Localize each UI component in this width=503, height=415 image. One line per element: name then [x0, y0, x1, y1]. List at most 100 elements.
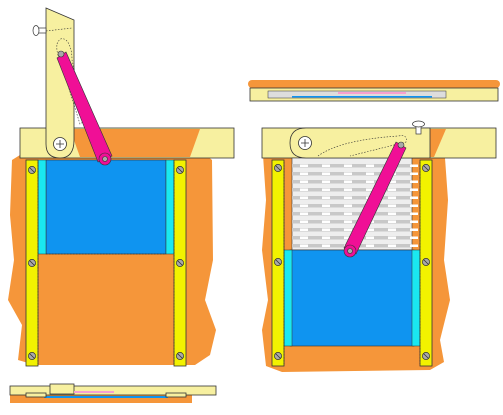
- knob-icon: [412, 120, 425, 135]
- blind-slat-gap: [410, 180, 418, 183]
- blind-slat-gap: [300, 172, 308, 175]
- knob-icon: [32, 25, 47, 36]
- screw-icon: [176, 166, 184, 174]
- blind-slat-gap: [366, 180, 374, 183]
- blind-slat-gap: [410, 172, 418, 175]
- right-cyan-strip-left: [283, 249, 293, 347]
- blind-slat-gap: [344, 180, 352, 183]
- screw-icon: [176, 259, 184, 267]
- blind-slat-gap: [322, 244, 330, 247]
- screw-icon: [274, 258, 282, 266]
- left-section-top: [9, 385, 217, 396]
- right-section-blue-line: [292, 96, 432, 98]
- blind-slat-gap: [366, 236, 374, 239]
- blind-slat-gap: [300, 196, 308, 199]
- left-section-tab: [49, 383, 75, 395]
- blind-slat-gap: [300, 244, 308, 247]
- blind-slat-gap: [366, 188, 374, 191]
- blind-slat-gap: [322, 228, 330, 231]
- pivot-bolt-icon: [298, 136, 312, 150]
- lid-dotted-slot: [56, 38, 87, 125]
- blind-slat-gap: [344, 204, 352, 207]
- blind-slat-gap: [388, 244, 396, 247]
- right-section-top-orange: [248, 80, 500, 88]
- right-cyan-strip-right: [411, 249, 421, 347]
- right-section-view: [248, 80, 500, 102]
- screw-icon: [422, 258, 430, 266]
- right-blue-panel: [289, 249, 415, 347]
- right-section-pink-line: [338, 92, 406, 94]
- left-cyan-strip-right: [165, 159, 175, 255]
- screw-icon: [274, 352, 282, 360]
- blind-slat-gap: [322, 164, 330, 167]
- blind-slat-gap: [388, 204, 396, 207]
- pivot-bolt-icon: [53, 137, 67, 151]
- blind-slat-gap: [322, 204, 330, 207]
- left-blue-panel: [45, 159, 167, 255]
- arm-pin-icon: [397, 141, 405, 149]
- blind-slat-gap: [388, 196, 396, 199]
- blind-slat-gap: [366, 228, 374, 231]
- blind-slat-gap: [388, 180, 396, 183]
- right-lid-dotted-slot: [317, 135, 407, 157]
- blind-slat-gap: [366, 164, 374, 167]
- blind-slat-gap: [322, 196, 330, 199]
- blind-slat-gap: [300, 220, 308, 223]
- blind-slat-gap: [300, 212, 308, 215]
- arm-pin-icon: [343, 244, 357, 258]
- blind-slat-gap: [388, 236, 396, 239]
- blind-slat-gap: [344, 220, 352, 223]
- blind-slat-gap: [322, 236, 330, 239]
- screw-icon: [176, 352, 184, 360]
- blind-slat-gap: [366, 172, 374, 175]
- left-section-pink-line: [74, 391, 114, 393]
- screw-icon: [28, 352, 36, 360]
- blind-slat-gap: [410, 196, 418, 199]
- screw-icon: [422, 352, 430, 360]
- blind-slat-gap: [300, 180, 308, 183]
- blind-slat-gap: [344, 236, 352, 239]
- blind-slat-gap: [388, 220, 396, 223]
- blind-slat-gap: [410, 228, 418, 231]
- right-section-inner: [267, 90, 447, 99]
- lid-dotted-guide: [45, 27, 73, 32]
- screw-icon: [422, 164, 430, 172]
- blind-slat-gap: [388, 188, 396, 191]
- blind-slat-gap: [410, 164, 418, 167]
- blind-slat-gap: [300, 164, 308, 167]
- blind-slat-gap: [410, 236, 418, 239]
- left-open-lid: [45, 7, 75, 159]
- arm-pin-icon: [57, 50, 65, 58]
- blind-slat-gap: [344, 228, 352, 231]
- blind-slat-gap: [410, 220, 418, 223]
- blind-slat-gap: [410, 244, 418, 247]
- blind-slat-gap: [366, 244, 374, 247]
- blind-slat-gap: [410, 188, 418, 191]
- blind-slat-gap: [344, 172, 352, 175]
- left-section-blue-line: [44, 396, 168, 398]
- left-assembly: [8, 7, 235, 367]
- blind-slat-gap: [300, 204, 308, 207]
- left-section-base: [10, 395, 192, 403]
- right-assembly: [248, 80, 500, 372]
- blind-slat-gap: [344, 188, 352, 191]
- left-cyan-strip-left: [37, 159, 47, 255]
- blind-slat-gap: [344, 212, 352, 215]
- blind-slat-gap: [322, 188, 330, 191]
- blind-slat-gap: [388, 212, 396, 215]
- blind-slat-gap: [388, 228, 396, 231]
- screw-icon: [28, 259, 36, 267]
- blind-slat-gap: [322, 180, 330, 183]
- blind-slat-gap: [322, 220, 330, 223]
- blind-slat-gap: [300, 228, 308, 231]
- blind-slat-gap: [410, 212, 418, 215]
- left-section-bracket-r: [165, 392, 187, 398]
- blind-slat-gap: [344, 196, 352, 199]
- blind-slat-gap: [322, 172, 330, 175]
- arm-pin-icon: [98, 152, 112, 166]
- blind-slat-gap: [344, 164, 352, 167]
- blind-slat-gap: [322, 212, 330, 215]
- blind-slat-gap: [300, 236, 308, 239]
- blind-slat-gap: [410, 204, 418, 207]
